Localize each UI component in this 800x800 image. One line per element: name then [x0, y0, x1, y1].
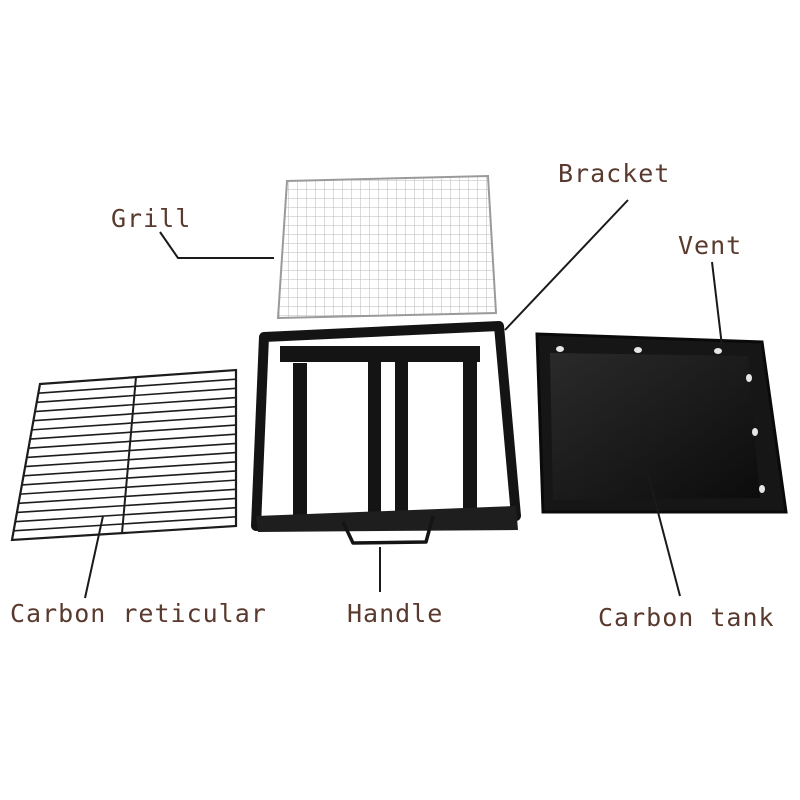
rack-rung	[21, 470, 237, 486]
label-carbon-reticular: Carbon reticular	[10, 599, 267, 628]
rack-rung	[26, 442, 237, 459]
rack-rung	[30, 424, 237, 440]
rack-rung	[33, 405, 237, 422]
rack-rung	[28, 433, 237, 450]
rack-rung	[23, 460, 237, 477]
bracket-handle	[341, 515, 435, 545]
leader-line-vent	[711, 261, 723, 347]
label-vent: Vent	[678, 231, 743, 260]
rack-rung	[18, 488, 237, 505]
leader-line-carbon-reticular	[84, 515, 104, 599]
leader-line-bracket	[504, 199, 629, 331]
rack-rung	[38, 378, 237, 394]
vent-holes	[556, 346, 765, 493]
carbon-tank-tray	[535, 332, 788, 514]
carbon-reticular-rack	[10, 368, 238, 542]
leader-line-carbon-tank	[647, 473, 681, 597]
rack-rung	[13, 516, 237, 532]
rack-rung	[20, 479, 237, 495]
label-carbon-tank: Carbon tank	[598, 603, 775, 632]
leader-lines	[84, 199, 723, 599]
rack-rung	[16, 497, 237, 514]
bracket-frame	[251, 321, 521, 545]
rack-rung	[36, 387, 237, 404]
rack-rung	[31, 415, 237, 431]
rack-rung	[25, 451, 237, 468]
rack-rung	[15, 506, 237, 523]
rack-rung	[35, 396, 237, 413]
label-grill: Grill	[111, 204, 192, 233]
grill-mesh	[276, 174, 498, 320]
label-bracket: Bracket	[558, 159, 671, 188]
label-handle: Handle	[347, 599, 444, 628]
leader-line-grill	[159, 231, 274, 259]
